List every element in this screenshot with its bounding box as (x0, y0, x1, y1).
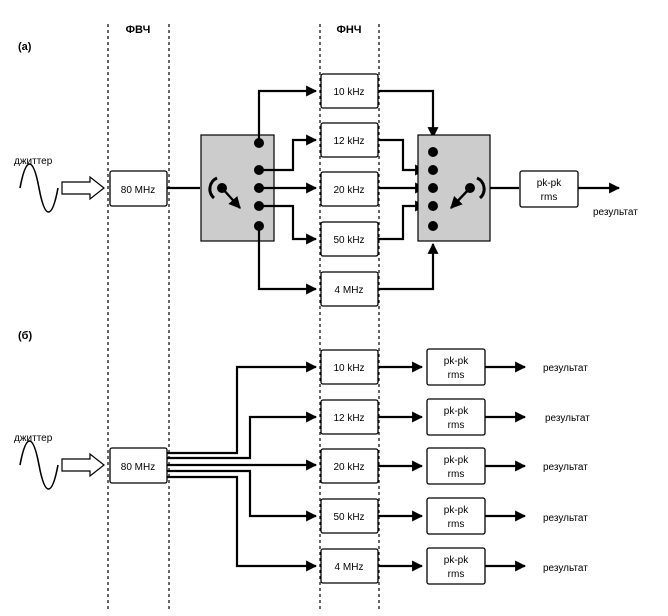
panel-a-wire-to-4mhz (257, 226, 318, 295)
panel-a-meter-rms: rms (541, 192, 558, 203)
panel-b-lpf-label: 12 kHz (333, 413, 364, 424)
hpf-header: ФВЧ (126, 24, 151, 36)
lpf-header: ФНЧ (336, 24, 361, 36)
panel-b-meter-rms: rms (448, 420, 465, 431)
panel-a-wire-from-4mhz (378, 242, 439, 291)
panel-a-wire-to-10khz (257, 85, 318, 143)
panel-a-jitter-wave-icon (19, 163, 59, 213)
panel-b-lpf-label: 10 kHz (333, 363, 364, 374)
panel-b-meter-pkpk: pk-pk (444, 455, 469, 466)
panel-a-lpf-label: 50 kHz (333, 235, 364, 246)
panel-a-meter-pkpk: pk-pk (537, 178, 562, 189)
panel-a-wire-to-50khz (259, 204, 318, 245)
panel-a-hpf-value: 80 MHz (121, 185, 155, 196)
panel-b-lpf-label: 50 kHz (333, 512, 364, 523)
panel-b-wire-to-12khz (167, 411, 318, 460)
panel-b-meter-pkpk: pk-pk (444, 555, 469, 566)
panel-a-mux-port (428, 221, 438, 231)
panel-b-hpf-value: 80 MHz (121, 462, 155, 473)
panel-a-lpf-label: 12 kHz (333, 136, 364, 147)
panel-a-mux-port (428, 183, 438, 193)
panel-b-output-label: результат (543, 363, 588, 374)
panel-b-meter-rms: rms (448, 519, 465, 530)
panel-b-output-label: результат (543, 563, 588, 574)
panel-a-lpf-label: 4 MHz (335, 285, 364, 296)
panel-a-input-arrow-icon (61, 175, 105, 201)
panel-b-output-label: результат (543, 462, 588, 473)
panel-b-wire-to-50khz (167, 469, 318, 522)
panel-a-wire-from-50khz (378, 200, 427, 241)
panel-b-label: (б) (18, 330, 32, 342)
panel-b-meter-rms: rms (448, 569, 465, 580)
panel-b-output-label: результат (545, 413, 590, 424)
panel-b-meter-pkpk: pk-pk (444, 505, 469, 516)
panel-b-wire-to-10khz (167, 361, 318, 455)
panel-b-lpf-label: 4 MHz (335, 562, 364, 573)
panel-a-input-label: джиттер (14, 156, 53, 167)
panel-b-wire-to-4mhz (167, 475, 318, 572)
panel-a-mux-port (428, 165, 438, 175)
panel-a-mux-selector-icon (450, 187, 471, 209)
panel-b-output-label: результат (543, 513, 588, 524)
panel-a-output-label: результат (593, 207, 638, 218)
panel-b-meter-pkpk: pk-pk (444, 406, 469, 417)
panel-b-meter-rms: rms (448, 469, 465, 480)
panel-a-mux-port (428, 147, 438, 157)
panel-a-wire-to-12khz (259, 134, 318, 172)
panel-a-lpf-label: 20 kHz (333, 185, 364, 196)
panel-a-demux-selector-icon (221, 187, 241, 209)
panel-a-label: (а) (18, 41, 32, 53)
panel-a-wire-from-10khz (378, 89, 439, 139)
panel-b-lpf-label: 20 kHz (333, 462, 364, 473)
panel-b-input-label: джиттер (14, 433, 53, 444)
panel-a-mux-arc-icon (476, 176, 486, 200)
panel-b-input-arrow-icon (61, 452, 105, 478)
panel-a-wire-from-12khz (378, 138, 427, 176)
panel-b-meter-rms: rms (448, 370, 465, 381)
panel-a-demux-arc-icon (208, 176, 218, 200)
panel-a-mux-port (428, 201, 438, 211)
panel-b-jitter-wave-icon (19, 440, 59, 490)
panel-a-lpf-label: 10 kHz (333, 87, 364, 98)
panel-b-meter-pkpk: pk-pk (444, 356, 469, 367)
